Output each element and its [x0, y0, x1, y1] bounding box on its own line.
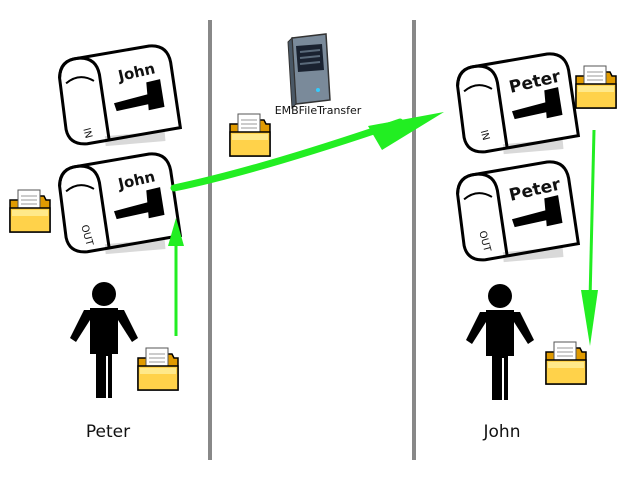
right-inbox-tag: IN	[478, 129, 491, 142]
folder-icon-right-inbox	[575, 65, 617, 109]
left-inbox-tag: IN	[80, 127, 93, 140]
folder-icon-transit	[229, 113, 271, 157]
left-outbox-mailbox: John OUT	[55, 150, 183, 260]
folder-icon-john	[545, 341, 587, 385]
arrow-outbox-to-server-to-inbox	[170, 112, 444, 192]
mailbox-icon	[453, 50, 581, 160]
arrow-inbox-to-john	[581, 129, 598, 346]
left-inbox-mailbox: John IN	[55, 42, 183, 152]
folder-icon-peter	[137, 347, 179, 391]
arrow-peter-to-outbox	[168, 218, 184, 336]
mailbox-icon	[55, 150, 183, 260]
mailbox-icon	[453, 158, 581, 268]
folder-icon-left-outbox	[9, 189, 51, 233]
person-icon-john	[465, 283, 535, 401]
server-icon	[287, 33, 331, 110]
right-person-name: John	[483, 422, 521, 442]
left-person-name: Peter	[86, 422, 130, 442]
mailbox-icon	[55, 42, 183, 152]
right-inbox-mailbox: Peter IN	[453, 50, 581, 160]
right-outbox-mailbox: Peter OUT	[453, 158, 581, 268]
person-icon-peter	[69, 281, 139, 399]
server-label: EMBFileTransfer	[275, 104, 362, 117]
